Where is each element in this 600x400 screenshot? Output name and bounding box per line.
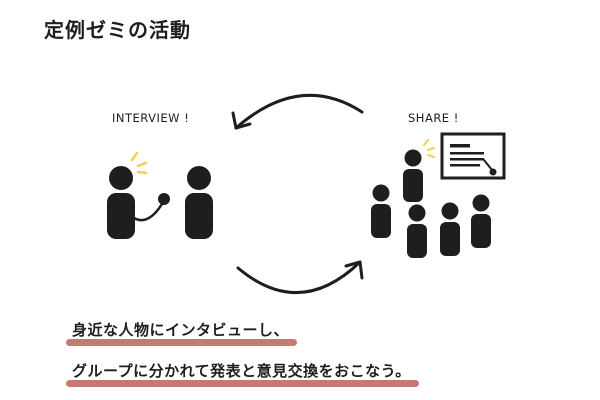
caption-line-1-text: 身近な人物にインタビューし、	[72, 321, 290, 339]
caption-highlight	[66, 339, 298, 346]
cycle-arrow-icon	[231, 93, 364, 295]
presenter-person-icon	[403, 149, 423, 202]
top-arrowhead	[231, 111, 252, 130]
microphone-icon	[132, 193, 170, 222]
audience-person-icon	[471, 194, 491, 248]
audience-person-icon	[440, 202, 460, 256]
interview-label: INTERVIEW !	[112, 111, 190, 125]
top-arc	[234, 93, 364, 130]
bottom-arrowhead	[344, 260, 364, 280]
audience-person-icon	[371, 184, 391, 238]
interviewee-person-icon	[185, 166, 213, 239]
caption-line-1: 身近な人物にインタビューし、	[66, 319, 298, 346]
interviewer-person-icon	[107, 166, 135, 239]
caption-highlight	[66, 380, 419, 387]
presentation-board-icon	[440, 132, 506, 180]
share-label: SHARE !	[408, 111, 459, 125]
page-title: 定例ゼミの活動	[44, 18, 191, 42]
audience-person-icon	[407, 204, 427, 258]
speech-spark-icon	[130, 151, 148, 175]
caption-line-2-text: グループに分かれて発表と意見交換をおこなう。	[72, 362, 411, 380]
caption-line-2: グループに分かれて発表と意見交換をおこなう。	[66, 360, 419, 387]
bottom-arc	[236, 260, 362, 295]
presenter-spark-icon	[423, 139, 435, 158]
